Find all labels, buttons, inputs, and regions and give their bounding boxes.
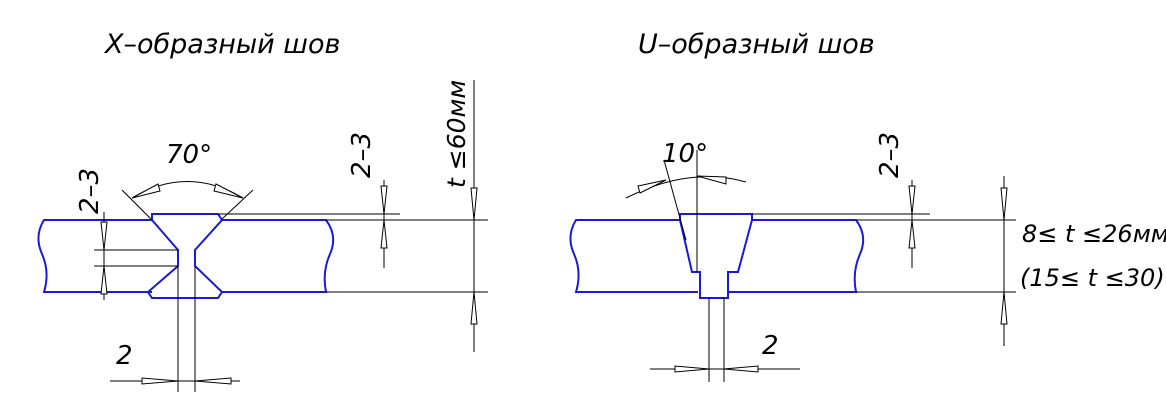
x-weld-left-plate (37, 219, 152, 293)
u-weld-diagram: U–образный шов 10° 2 2–3 8≤ t ≤26мм (569, 29, 1166, 382)
u-reinf-label: 2–3 (875, 132, 905, 178)
u-thick-label: 8≤ t ≤26мм (1022, 220, 1166, 248)
x-angle-label: 70° (166, 140, 212, 170)
u-gap-label: 2 (762, 331, 779, 361)
u-angle-arrow-right (696, 175, 727, 185)
x-weld-title: X–образный шов (103, 29, 340, 60)
x-root-arrow-bottom (100, 265, 108, 295)
x-root-arrow-top (100, 221, 108, 251)
u-reinf-arrow-top (908, 185, 916, 215)
u-weld-right-plate (728, 219, 865, 293)
u-angle-label: 10° (662, 139, 708, 169)
u-angle-leg (663, 159, 687, 241)
u-weld-title: U–образный шов (638, 29, 875, 60)
x-thick-label: t ≤60мм (442, 80, 471, 188)
x-root-label: 2–3 (75, 168, 105, 214)
u-thick-alt-label: (15≤ t ≤30) (1020, 264, 1165, 292)
x-thick-arrow-top (470, 187, 478, 221)
x-reinf-arrow-bottom (380, 219, 388, 249)
x-reinf-label: 2–3 (347, 132, 377, 178)
u-thick-arrow-top (1000, 187, 1008, 221)
x-gap-arrow-left (141, 377, 179, 385)
u-weld-bead (679, 213, 753, 299)
u-reinf-arrow-bottom (908, 219, 916, 249)
u-angle-arrow-left (637, 179, 667, 194)
x-angle-arrow-right (213, 183, 244, 199)
x-angle-left-leg (121, 189, 152, 220)
x-angle-arrow-left (131, 183, 161, 199)
u-thick-arrow-bottom (1000, 291, 1008, 325)
x-gap-arrow-right (194, 377, 232, 385)
x-weld-bead (146, 213, 224, 299)
u-gap-arrow-left (674, 365, 710, 373)
x-gap-label: 2 (116, 341, 133, 371)
u-weld-left-plate (569, 219, 698, 293)
x-weld-right-plate (222, 219, 335, 293)
u-gap-arrow-right (723, 365, 759, 373)
x-reinf-arrow-top (380, 185, 388, 215)
x-weld-diagram: X–образный шов 70° 2 2–3 2–3 (37, 29, 488, 392)
x-thick-arrow-bottom (470, 291, 478, 325)
